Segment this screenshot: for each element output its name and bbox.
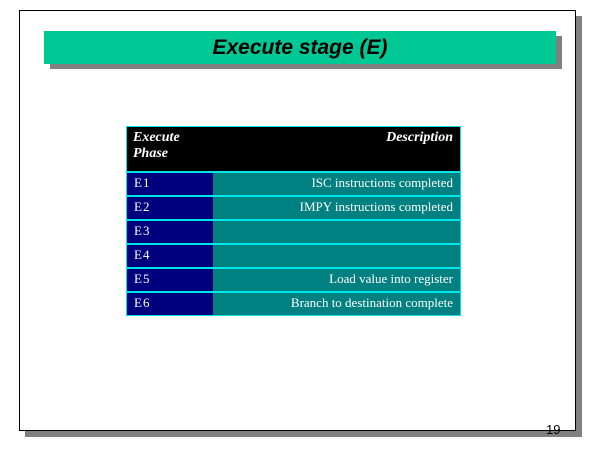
phase-description: ISC instructions completed — [212, 170, 461, 196]
table-body: Execute Phase Description E1 ISC instruc… — [126, 126, 461, 316]
page-title: Execute stage (E) — [212, 35, 388, 59]
phase-description — [212, 218, 461, 244]
phase-label: E5 — [126, 266, 213, 292]
phase-label: E1 — [126, 170, 213, 196]
phase-label: E4 — [126, 242, 213, 268]
phase-label: E2 — [126, 194, 213, 220]
phase-description: Branch to destination complete — [212, 290, 461, 316]
table-header-row: Execute Phase Description — [126, 126, 461, 172]
table-row: E3 — [126, 218, 461, 244]
table-row: E6 Branch to destination complete — [126, 290, 461, 316]
column-header-execute-phase: Execute Phase — [126, 126, 213, 172]
phase-description: IMPY instructions completed — [212, 194, 461, 220]
table-row: E2 IMPY instructions completed — [126, 194, 461, 220]
phase-description: Load value into register — [212, 266, 461, 292]
table-row: E5 Load value into register — [126, 266, 461, 292]
execute-phase-table: Execute Phase Description E1 ISC instruc… — [126, 126, 461, 316]
title-banner: Execute stage (E) — [44, 31, 556, 64]
phase-label: E6 — [126, 290, 213, 316]
phase-label: E3 — [126, 218, 213, 244]
page-number: 19 — [546, 422, 561, 437]
column-header-description: Description — [212, 126, 461, 172]
phase-description — [212, 242, 461, 268]
table-row: E1 ISC instructions completed — [126, 170, 461, 196]
table-row: E4 — [126, 242, 461, 268]
